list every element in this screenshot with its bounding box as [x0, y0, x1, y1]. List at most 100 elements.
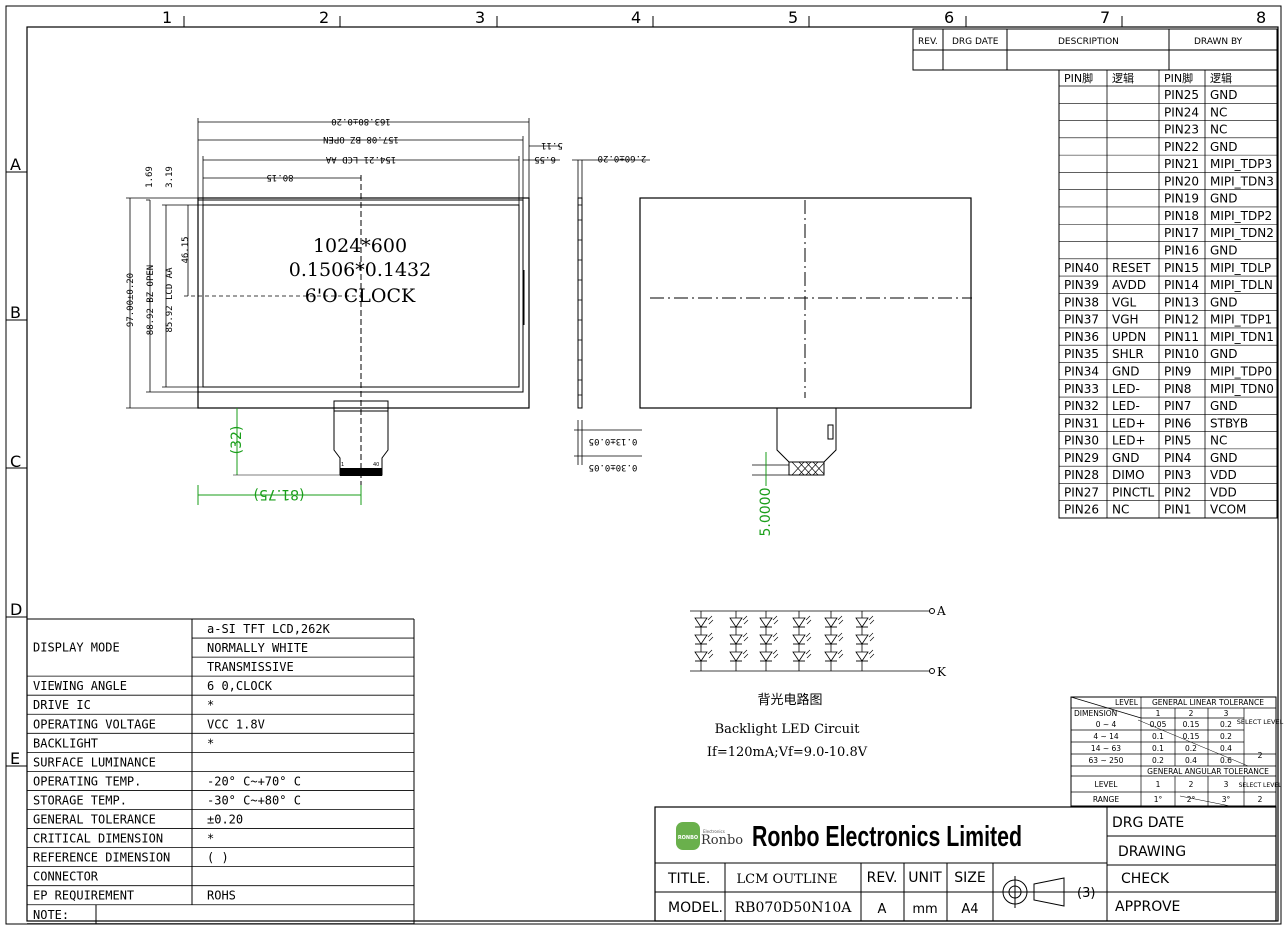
pin-table-cell: RESET	[1112, 261, 1151, 275]
led-icon	[855, 632, 875, 645]
led-icon	[855, 615, 875, 628]
spec-value: *	[207, 736, 214, 750]
dim-right-offset-1: 5.11	[541, 140, 563, 150]
spec-value: ROHS	[207, 889, 236, 903]
pin-table-cell: PIN39	[1064, 278, 1099, 292]
dim-fpc-height: (32)	[229, 426, 245, 455]
pin-table-cell: PIN5	[1164, 434, 1191, 448]
pin-table-cell: MIPI_TDLP	[1210, 261, 1271, 275]
tol-dimension-header: DIMENSION	[1074, 709, 1117, 718]
tol-angular-l1: 1	[1156, 780, 1161, 789]
pin-table-cell: MIPI_TDN0	[1210, 382, 1274, 396]
pin-table-cell: GND	[1210, 140, 1238, 154]
pin-table-cell: PIN2	[1164, 485, 1191, 499]
pin-table-cell: DIMO	[1112, 468, 1145, 482]
outer-border	[5, 5, 1282, 925]
spec-label: EP REQUIREMENT	[33, 889, 134, 903]
pin-table-cell: MIPI_TDP3	[1210, 157, 1272, 171]
tol-angular-l2: 2	[1189, 780, 1194, 789]
row-label-a: A	[10, 155, 21, 174]
anode-label: A	[936, 604, 946, 618]
dim-module-thickness: 2.60±0.20	[598, 153, 647, 163]
backlight-spec: If=120mA;Vf=9.0-10.8V	[707, 745, 868, 760]
pin-table-cell: LED+	[1112, 434, 1146, 448]
pin-table-cell: PIN6	[1164, 416, 1191, 430]
pin-table-cell: PIN21	[1164, 157, 1199, 171]
tol-linear-cell: 4 ~ 14	[1093, 732, 1119, 741]
back-outline	[639, 197, 972, 409]
spec-value: -20° C~+70° C	[207, 774, 301, 788]
tol-level-2: 2	[1189, 709, 1194, 718]
rev-label: REV.	[867, 870, 898, 886]
tol-level-header: LEVEL	[1115, 698, 1139, 707]
led-icon	[729, 632, 749, 645]
led-icon	[824, 649, 844, 662]
pin-table-cell: GND	[1210, 399, 1238, 413]
pin-table-cell: GND	[1112, 451, 1140, 465]
model-value: RB070D50N10A	[735, 900, 853, 916]
pin-table-cell: PIN29	[1064, 451, 1099, 465]
pin-table-cell: PIN11	[1164, 330, 1199, 344]
pin-table-cell: STBYB	[1210, 416, 1248, 430]
pin-table-cell: PIN3	[1164, 468, 1191, 482]
column-ticks	[6, 16, 1123, 767]
col-label-2: 2	[319, 8, 329, 27]
dim-aa-width: 154.21 LCD AA	[325, 154, 396, 164]
dim-center-x: 80.15	[266, 172, 293, 182]
pin-table-cell: PIN37	[1064, 313, 1099, 327]
company-logo-icon	[676, 822, 700, 850]
unit-value: mm	[912, 902, 937, 917]
approve-label: APPROVE	[1115, 899, 1180, 915]
dim-fpc-thickness-2: 0.30±0.05	[589, 462, 638, 472]
company-name: Ronbo Electronics Limited	[752, 821, 1022, 853]
tolerance-table: LEVEL DIMENSION GENERAL LINEAR TOLERANCE…	[1070, 696, 1284, 807]
pin-table-cell: AVDD	[1112, 278, 1146, 292]
spec-value: TRANSMISSIVE	[207, 660, 294, 674]
pin-table-cell: GND	[1210, 244, 1238, 258]
dim-half-height: 46.15	[181, 236, 191, 263]
drg-date-header: DRG DATE	[952, 37, 999, 47]
pin-table-cell: PIN30	[1064, 434, 1099, 448]
led-icon	[729, 649, 749, 662]
row-label-b: B	[10, 303, 21, 322]
led-icon	[759, 615, 779, 628]
dim-bz-open-width: 157.08 BZ OPEN	[323, 134, 399, 144]
check-label: CHECK	[1121, 871, 1170, 887]
fpc-dimension-lines	[197, 408, 362, 505]
led-icon	[694, 615, 714, 628]
pin-table-cell: MIPI_TDP1	[1210, 313, 1272, 327]
pin-table-cell: PIN18	[1164, 209, 1199, 223]
pin-table-cell: PIN31	[1064, 416, 1099, 430]
pin-table-cell: LED-	[1112, 399, 1140, 413]
col-label-4: 4	[631, 8, 641, 27]
spec-label: BACKLIGHT	[33, 736, 98, 750]
led-icon	[759, 632, 779, 645]
model-label: MODEL.	[668, 900, 723, 916]
title-block: RONBO Electronics Ronbo Ronbo Electronic…	[654, 806, 1277, 922]
pin-table-cell: PIN13	[1164, 295, 1199, 309]
pin-table-cell: PIN8	[1164, 382, 1191, 396]
col-label-3: 3	[475, 8, 485, 27]
pin-table-cell: PIN38	[1064, 295, 1099, 309]
spec-value: -30° C~+80° C	[207, 793, 301, 807]
tol-linear-cell: 0.1	[1152, 732, 1164, 741]
tol-linear-cell: 0.4	[1220, 744, 1232, 753]
dim-aa-height: 85.92 LCD AA	[165, 267, 175, 333]
pin-table-cell: PIN36	[1064, 330, 1099, 344]
back-view: 5.0000	[639, 197, 972, 537]
pin-table-cell: PIN19	[1164, 192, 1199, 206]
back-fpc-marker	[827, 424, 834, 440]
pin-table-cell: NC	[1210, 105, 1227, 119]
pin-table-cell: PIN17	[1164, 226, 1199, 240]
tol-linear-cell: 0.05	[1150, 720, 1167, 729]
pin-table-cell: PIN26	[1064, 503, 1099, 517]
tol-linear-cell: 0.15	[1183, 720, 1200, 729]
spec-label: NOTE:	[33, 908, 69, 922]
pin-table-cell: PIN10	[1164, 347, 1199, 361]
logo-tagline: Electronics	[703, 829, 725, 834]
spec-label: OPERATING TEMP.	[33, 774, 141, 788]
